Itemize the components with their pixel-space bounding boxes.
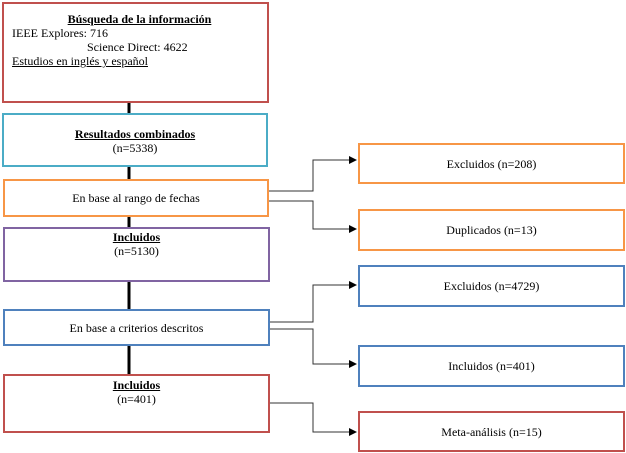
- arrow-meta: [269, 402, 357, 436]
- arrow-excluded-4729: [269, 281, 357, 323]
- included-401-label: Incluidos (n=401): [448, 359, 535, 373]
- excluded-208-box: Excluidos (n=208): [358, 143, 625, 184]
- duplicates-box: Duplicados (n=13): [358, 209, 625, 251]
- date-filter-box: En base al rango de fechas: [3, 179, 269, 217]
- included-count: (n=5130): [114, 244, 159, 258]
- included-5130-box: Incluidos (n=5130): [3, 227, 270, 282]
- included-401-box: Incluidos (n=401): [3, 374, 270, 433]
- included-title: Incluidos: [112, 378, 161, 392]
- meta-analysis-box: Meta-análisis (n=15): [358, 411, 625, 452]
- arrow-included-401: [269, 328, 357, 368]
- criteria-box: En base a criterios descritos: [3, 309, 270, 346]
- included-title: Incluidos: [112, 230, 161, 244]
- arrow-excluded-208: [268, 156, 357, 192]
- criteria-label: En base a criterios descritos: [69, 320, 204, 335]
- included-401-right-box: Incluidos (n=401): [358, 345, 625, 387]
- combined-results-box: Resultados combinados (n=5338): [2, 113, 268, 167]
- excluded-4729-box: Excluidos (n=4729): [358, 265, 625, 307]
- meta-analysis-label: Meta-análisis (n=15): [441, 424, 542, 439]
- search-box: Búsqueda de la información IEEE Explores…: [2, 2, 269, 103]
- duplicates-label: Duplicados (n=13): [446, 223, 537, 237]
- arrow-duplicates: [268, 200, 357, 233]
- excluded-208-label: Excluidos (n=208): [446, 156, 537, 171]
- included-count: (n=401): [117, 392, 156, 406]
- search-languages: Estudios en inglés y español: [12, 54, 148, 68]
- search-title: Búsqueda de la información: [67, 12, 212, 26]
- date-filter-label: En base al rango de fechas: [72, 191, 200, 205]
- search-sciencedirect: Science Direct: 4622: [87, 40, 188, 54]
- combined-title: Resultados combinados: [74, 127, 196, 141]
- search-ieee: IEEE Explores: 716: [12, 26, 108, 40]
- combined-count: (n=5338): [112, 141, 158, 155]
- excluded-4729-label: Excluidos (n=4729): [443, 279, 540, 293]
